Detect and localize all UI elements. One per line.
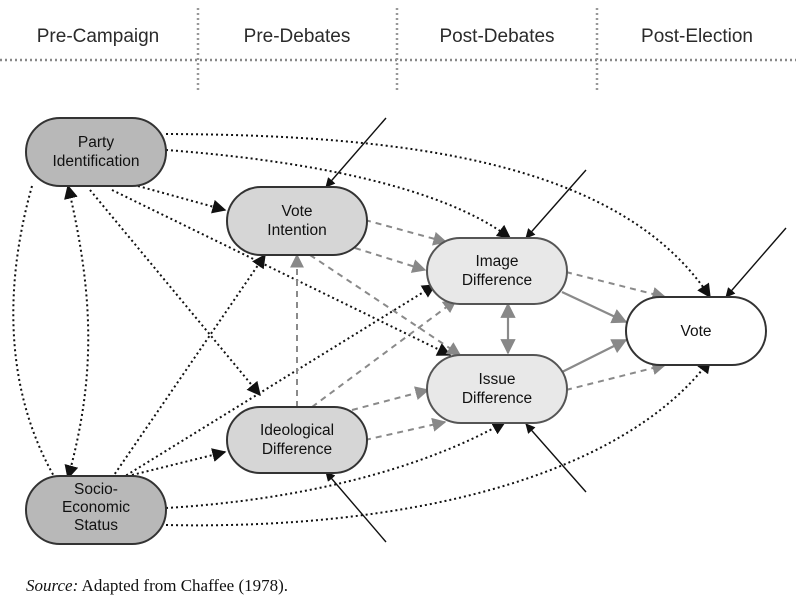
edge-ideological-to-image [311,299,458,408]
source-text: Adapted from Chaffee (1978). [78,576,289,595]
node-image-difference: Image Difference [426,237,568,305]
node-label: Vote [680,323,711,340]
edge-ses-to-vote [165,358,711,527]
node-label: Image [475,253,518,270]
source-label: Source: [26,576,79,595]
node-party-identification: Party Identification [25,117,167,187]
node-shape [226,406,368,474]
node-label: Intention [267,222,326,239]
edge-ses-to-voteintention [111,253,266,479]
dotted-paths [12,133,711,527]
edge-ideological-to-issue [351,386,430,411]
edge-voteintention-to-issue [309,254,462,356]
edge-party-ses-bidirectional [64,184,90,480]
edge-party-to-image [165,149,512,239]
node-vote-intention: Vote Intention [226,186,368,256]
disturbance-vote [725,227,787,298]
disturbance-arrows [325,117,787,543]
edge-issue-to-vote-solid [561,339,628,373]
edge-ideological-to-issue-b [364,417,447,441]
edge-party-to-vote [165,133,711,299]
node-label: Vote [281,203,312,220]
node-shape [426,237,568,305]
edge-image-to-vote-solid [561,291,628,324]
phase-label: Pre-Debates [244,26,351,47]
node-label: Difference [462,390,532,407]
edge-ses-to-issue [165,421,507,509]
disturbance-ideological [325,471,387,543]
edge-image-to-vote [565,271,667,301]
phase-header: Pre-Campaign Pre-Debates Post-Debates Po… [0,8,796,93]
node-label: Ideological [260,422,334,439]
node-socio-economic-status: Socio- Economic Status [25,475,167,545]
node-ideological-difference: Ideological Difference [226,406,368,474]
node-label: Identification [52,153,139,170]
disturbance-issue [525,423,587,493]
node-vote: Vote [625,296,767,366]
edge-voteintention-to-image-b [354,247,427,273]
node-shape [625,296,767,366]
node-label: Status [74,517,118,534]
node-label: Difference [462,272,532,289]
edge-party-ses-outer [12,185,56,479]
solid-paths [500,291,628,373]
node-label: Party [78,134,114,151]
edge-party-to-voteintention [137,185,227,214]
node-shape [426,354,568,424]
disturbance-image [525,169,587,239]
phase-label: Pre-Campaign [37,26,160,47]
node-issue-difference: Issue Difference [426,354,568,424]
node-shape [25,117,167,187]
phase-label: Post-Election [641,26,753,47]
node-label: Issue [478,371,515,388]
edge-ses-to-ideological [131,448,227,476]
node-shape [25,475,167,545]
edge-ses-to-image [121,284,437,479]
node-label: Difference [262,441,332,458]
node-label: Economic [62,499,130,516]
dashed-paths [290,219,667,441]
source-caption: Source: Adapted from Chaffee (1978). [26,576,288,596]
phase-label: Post-Debates [439,26,554,47]
node-shape [226,186,368,256]
node-label: Socio- [74,481,118,498]
edge-party-to-ideological [89,189,261,397]
disturbance-voteintention [325,117,387,188]
edge-voteintention-to-image [364,219,448,246]
edge-issue-to-vote [565,361,667,391]
